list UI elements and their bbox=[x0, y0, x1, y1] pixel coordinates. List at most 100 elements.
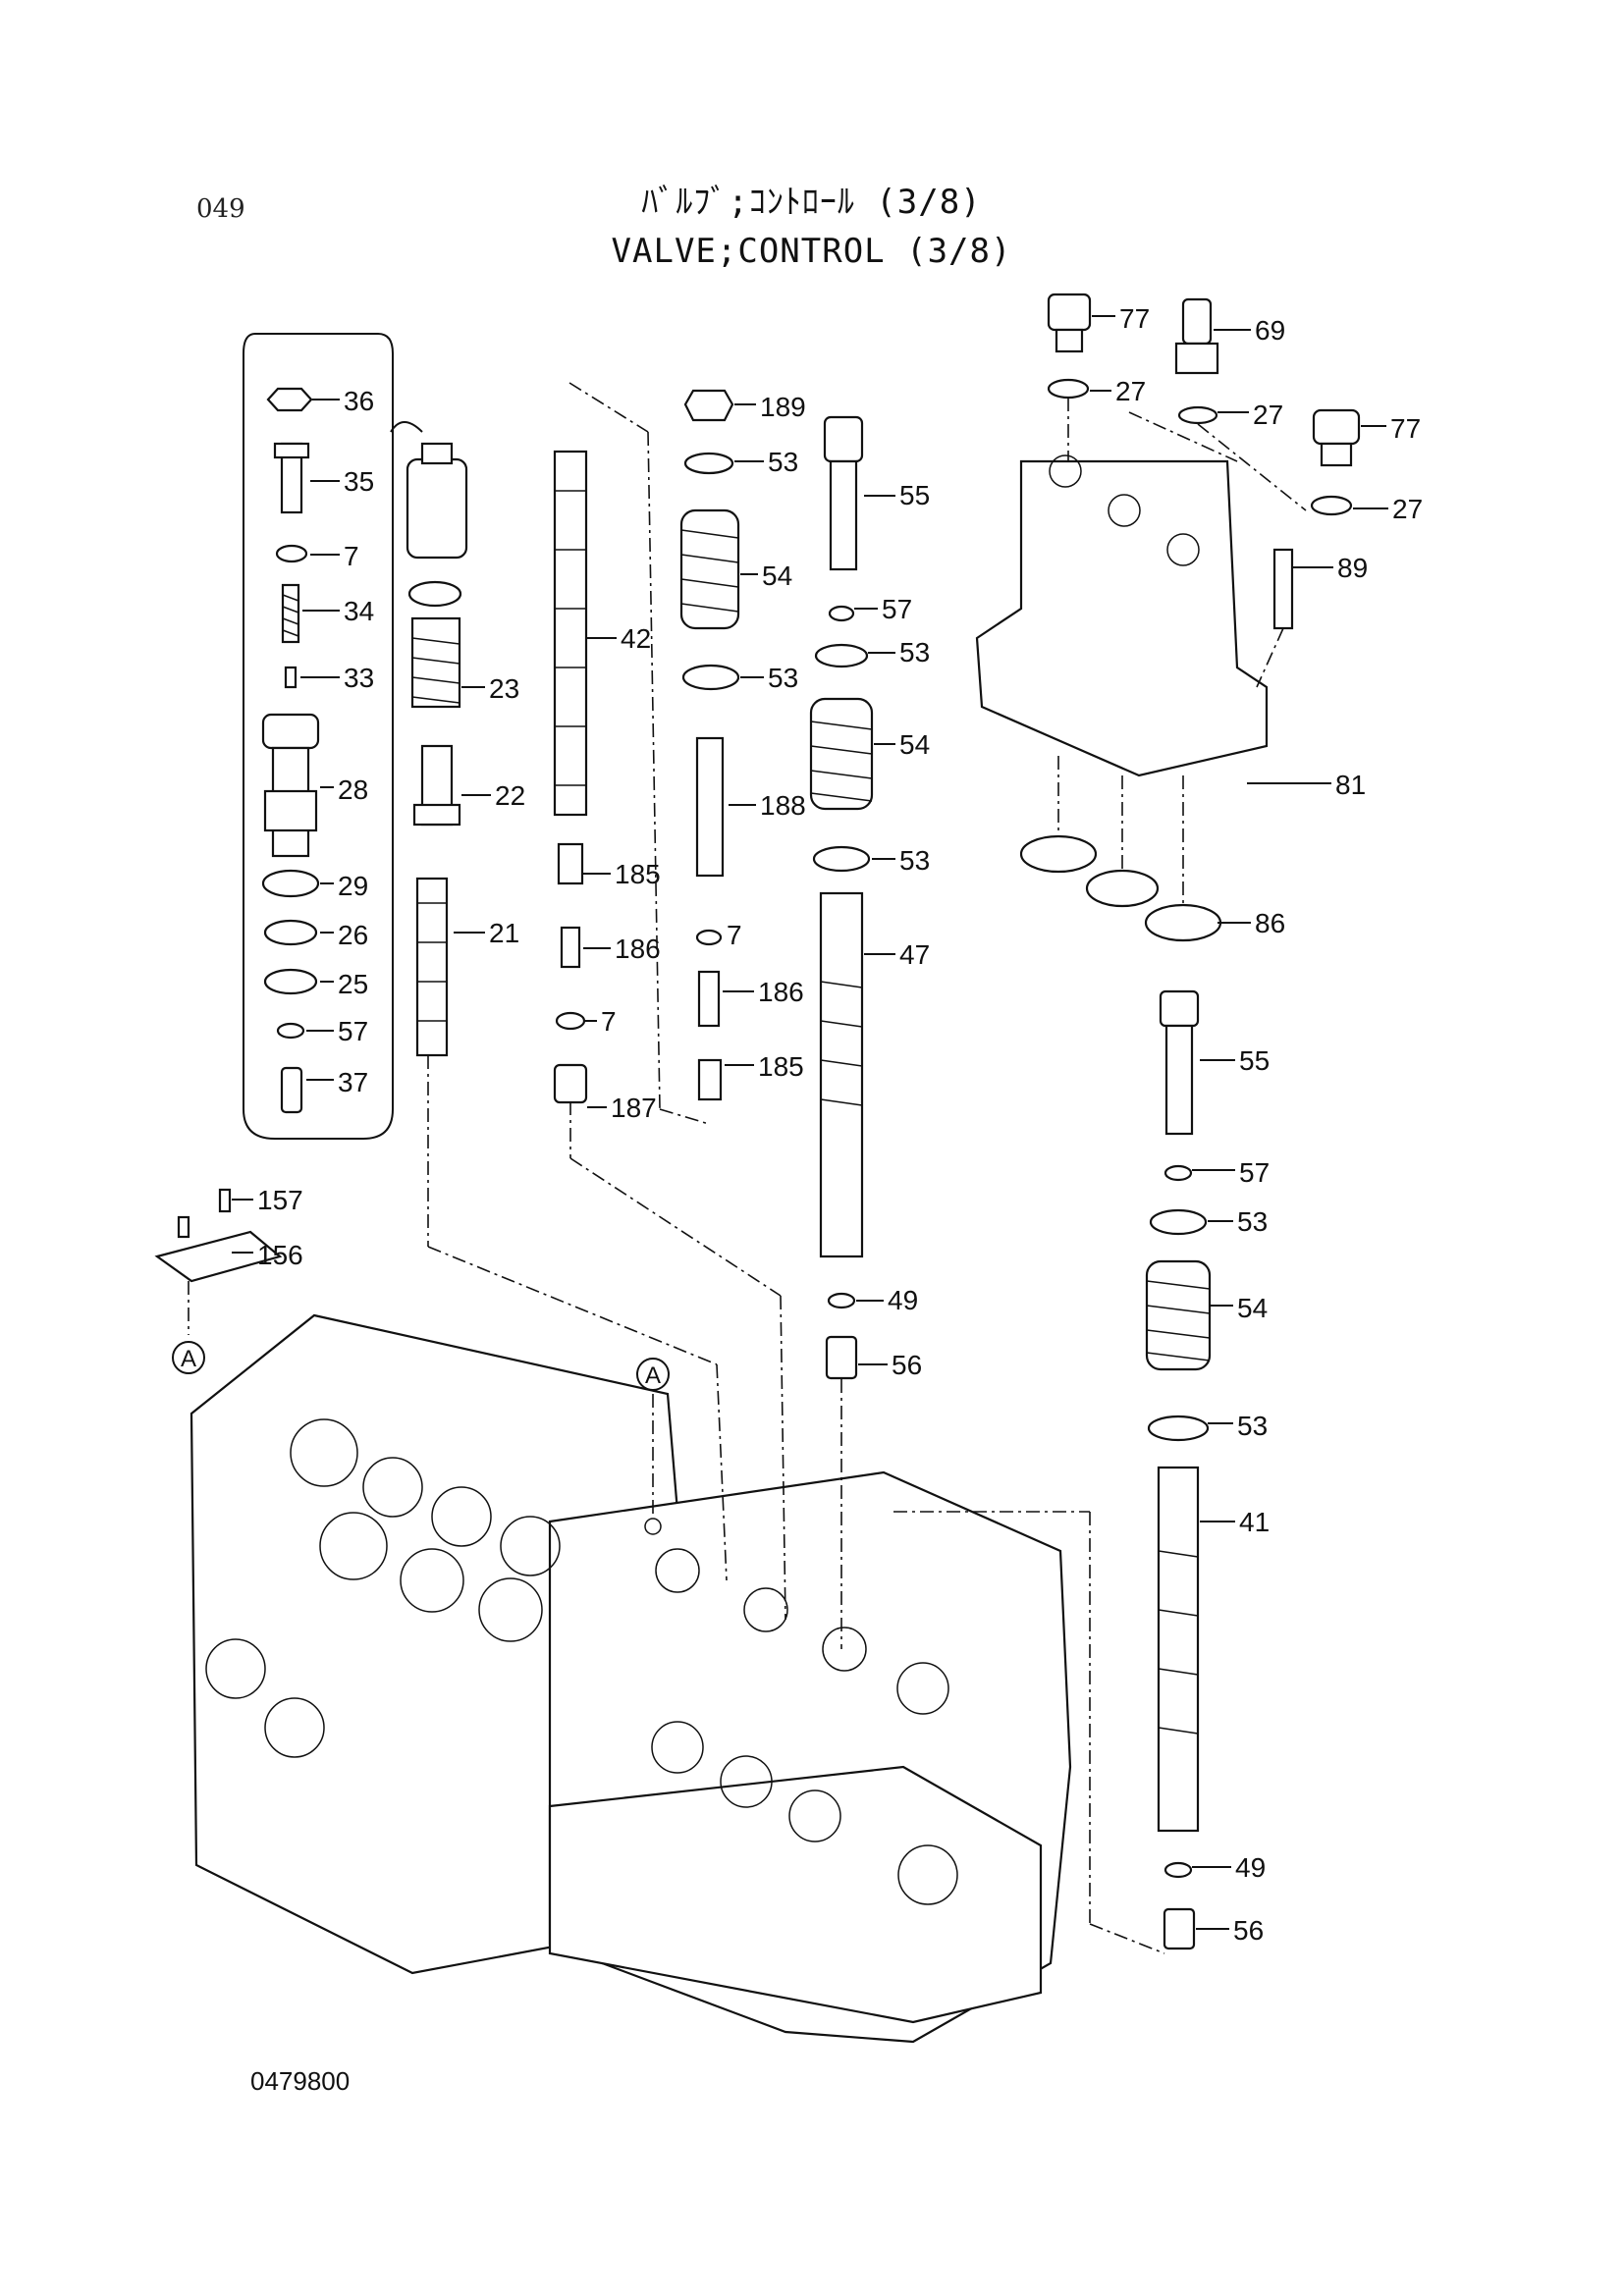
callout-label: 27 bbox=[1115, 376, 1146, 406]
callout-69: 69 bbox=[1214, 315, 1285, 346]
title-english: VALVE;CONTROL (3/8) bbox=[611, 232, 1012, 271]
callout-label: 36 bbox=[344, 386, 374, 416]
callout-54: 54 bbox=[1210, 1293, 1268, 1323]
callout-77: 77 bbox=[1361, 413, 1421, 444]
callout-label: 47 bbox=[899, 939, 930, 970]
callout-27: 27 bbox=[1217, 400, 1283, 430]
callout-22: 22 bbox=[461, 780, 525, 811]
title-japanese: ﾊﾞﾙﾌﾞ;ｺﾝﾄﾛｰﾙ (3/8) bbox=[641, 183, 982, 222]
callout-label: 57 bbox=[882, 594, 912, 624]
callout-27: 27 bbox=[1090, 376, 1146, 406]
callout-53: 53 bbox=[872, 845, 930, 876]
callout-label: 69 bbox=[1255, 315, 1285, 346]
callout-56: 56 bbox=[858, 1350, 922, 1380]
callout-23: 23 bbox=[461, 673, 519, 704]
callout-7: 7 bbox=[310, 541, 359, 571]
callout-7: 7 bbox=[585, 1006, 617, 1037]
callout-57: 57 bbox=[854, 594, 912, 624]
callout-35: 35 bbox=[310, 466, 374, 497]
column-2-parts bbox=[390, 421, 468, 1057]
callout-label: 57 bbox=[338, 1016, 368, 1046]
callout-label: 7 bbox=[601, 1006, 617, 1037]
callout-label: 25 bbox=[338, 969, 368, 999]
bracket-assembly bbox=[154, 1188, 283, 1374]
callout-label: 41 bbox=[1239, 1507, 1270, 1537]
callout-label: 187 bbox=[611, 1093, 657, 1123]
callout-label: 86 bbox=[1255, 908, 1285, 938]
callout-label: 7 bbox=[727, 920, 742, 950]
callout-label: 49 bbox=[1235, 1852, 1266, 1883]
callout-57: 57 bbox=[1192, 1157, 1270, 1188]
callout-28: 28 bbox=[320, 774, 368, 805]
right-column-parts bbox=[1145, 989, 1212, 1950]
callout-label: 185 bbox=[615, 859, 661, 889]
callout-185: 185 bbox=[725, 1051, 804, 1082]
page-number: 049 bbox=[196, 194, 245, 224]
callout-label: 54 bbox=[762, 561, 792, 591]
callout-187: 187 bbox=[587, 1093, 657, 1123]
callout-86: 86 bbox=[1217, 908, 1285, 938]
callout-label: 57 bbox=[1239, 1157, 1270, 1188]
callout-33: 33 bbox=[300, 663, 374, 693]
callout-53: 53 bbox=[734, 447, 798, 477]
callout-89: 89 bbox=[1292, 553, 1368, 583]
callout-label: 27 bbox=[1253, 400, 1283, 430]
callout-47: 47 bbox=[864, 939, 930, 970]
reference-marker-a: A bbox=[645, 1362, 661, 1389]
callout-27: 27 bbox=[1353, 494, 1423, 524]
callout-label: 157 bbox=[257, 1185, 303, 1215]
callout-36: 36 bbox=[312, 386, 374, 416]
centerlines bbox=[427, 382, 1307, 1954]
column-5-parts bbox=[809, 415, 874, 1380]
callout-label: 53 bbox=[768, 663, 798, 693]
callout-label: 7 bbox=[344, 541, 359, 571]
callout-81: 81 bbox=[1247, 770, 1366, 800]
callout-56: 56 bbox=[1196, 1915, 1264, 1946]
callout-54: 54 bbox=[740, 561, 792, 591]
callout-label: 35 bbox=[344, 466, 374, 497]
callout-label: 77 bbox=[1390, 413, 1421, 444]
callout-label: 185 bbox=[758, 1051, 804, 1082]
group-enclosure bbox=[243, 333, 394, 1140]
callout-53: 53 bbox=[1208, 1411, 1268, 1441]
callout-55: 55 bbox=[864, 480, 930, 510]
callout-label: 81 bbox=[1335, 770, 1366, 800]
callout-54: 54 bbox=[874, 729, 930, 760]
callout-label: 53 bbox=[1237, 1206, 1268, 1237]
callout-label: 53 bbox=[768, 447, 798, 477]
callout-label: 49 bbox=[888, 1285, 918, 1315]
callout-25: 25 bbox=[320, 969, 368, 999]
callout-label: 89 bbox=[1337, 553, 1368, 583]
callout-label: 26 bbox=[338, 920, 368, 950]
valve-body bbox=[189, 1313, 1072, 2044]
callout-label: 186 bbox=[615, 934, 661, 964]
callout-label: 56 bbox=[1233, 1915, 1264, 1946]
column-4-parts bbox=[679, 389, 740, 1101]
callout-label: 77 bbox=[1119, 303, 1150, 334]
callout-label: 33 bbox=[344, 663, 374, 693]
callout-21: 21 bbox=[454, 918, 519, 948]
callout-label: 53 bbox=[1237, 1411, 1268, 1441]
callout-label: 156 bbox=[257, 1240, 303, 1270]
callout-label: 53 bbox=[899, 637, 930, 667]
callout-42: 42 bbox=[587, 623, 651, 654]
callout-layer: 3635734332829262557372322214218518671871… bbox=[181, 303, 1423, 1946]
callout-label: 23 bbox=[489, 673, 519, 704]
reference-marker-a: A bbox=[181, 1346, 196, 1372]
callout-label: 186 bbox=[758, 977, 804, 1007]
callout-label: 22 bbox=[495, 780, 525, 811]
callout-53: 53 bbox=[1208, 1206, 1268, 1237]
callout-7: 7 bbox=[727, 920, 742, 950]
callout-label: 189 bbox=[760, 392, 806, 422]
callout-53: 53 bbox=[868, 637, 930, 667]
callout-156: 156 bbox=[232, 1240, 303, 1270]
callout-label: 54 bbox=[1237, 1293, 1268, 1323]
callout-29: 29 bbox=[320, 871, 368, 901]
callout-label: 54 bbox=[899, 729, 930, 760]
callout-49: 49 bbox=[1192, 1852, 1266, 1883]
callout-label: 28 bbox=[338, 774, 368, 805]
callout-185: 185 bbox=[583, 859, 661, 889]
callout-label: 55 bbox=[899, 480, 930, 510]
left-column-parts bbox=[261, 387, 320, 1114]
